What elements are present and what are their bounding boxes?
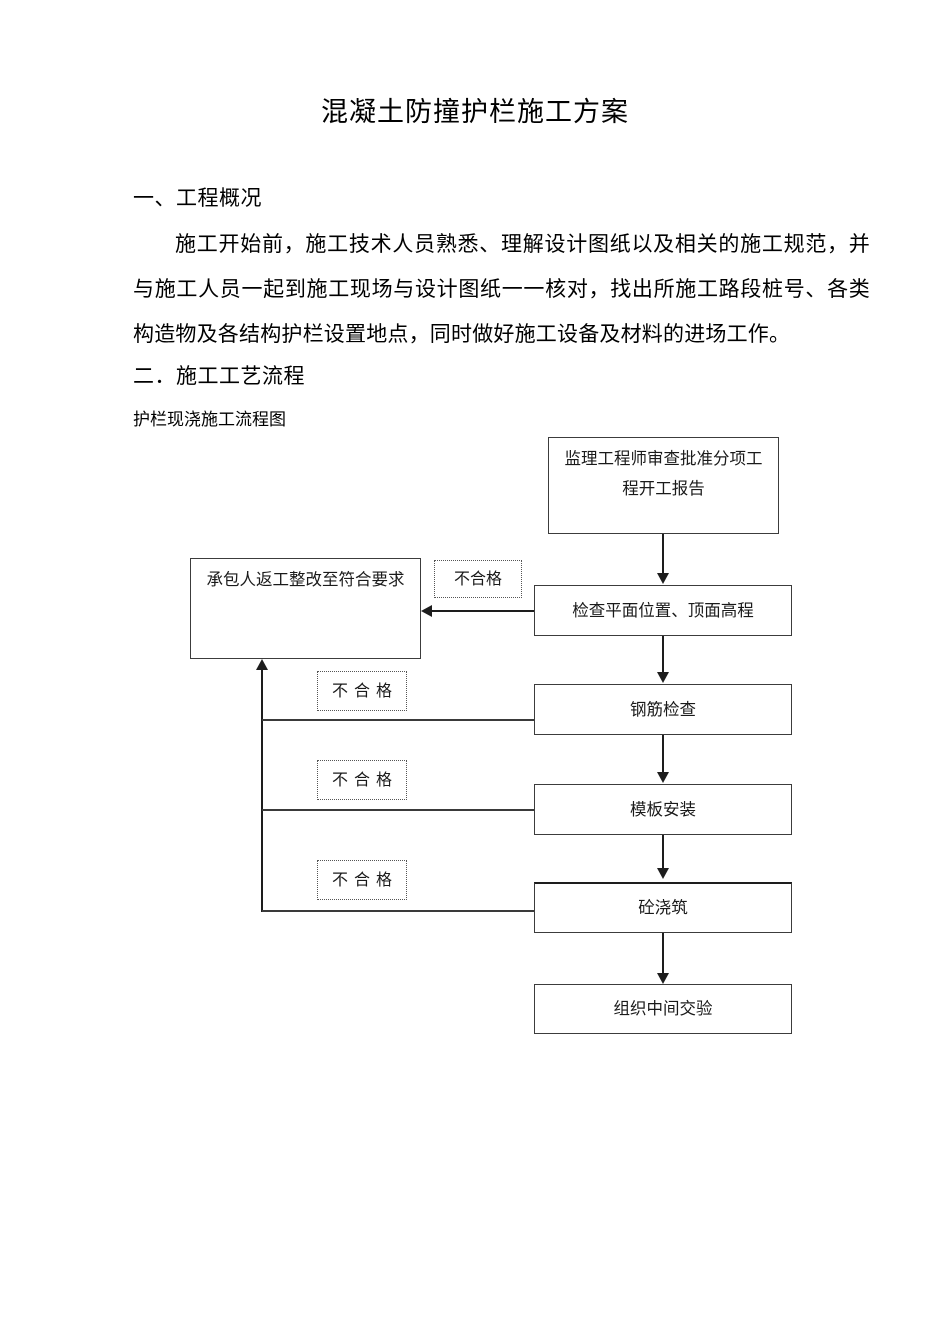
flow-node-rework-label: 承包人返工整改至符合要求 [206, 570, 405, 589]
section-heading-1: 一、工程概况 [133, 186, 262, 210]
connector-approval-to-check [662, 534, 664, 575]
page-title: 混凝土防撞护栏施工方案 [321, 97, 629, 128]
connector-pour-to-acceptance [662, 933, 664, 975]
flow-node-concrete-pour: 砼浇筑 [534, 882, 792, 933]
flow-tag-reject-2: 不合格 [317, 671, 407, 711]
flow-node-approval: 监理工程师审查批准分项工程开工报告 [548, 437, 779, 534]
flow-node-check-position: 检查平面位置、顶面高程 [534, 585, 792, 636]
flowchart-caption: 护栏现浇施工流程图 [133, 410, 286, 430]
section-heading-2: 二．施工工艺流程 [133, 364, 305, 388]
arrowhead-feedback-to-rework [256, 659, 268, 670]
arrowhead-approval-to-check [657, 573, 669, 584]
flow-tag-reject-3: 不合格 [317, 760, 407, 800]
flow-node-rework: 承包人返工整改至符合要求 [190, 558, 421, 659]
connector-feedback-bus [261, 670, 263, 912]
arrowhead-rebar-to-formwork [657, 772, 669, 783]
connector-rebar-reject [262, 719, 534, 721]
connector-check-to-rework [432, 610, 534, 612]
flow-node-approval-label: 监理工程师审查批准分项工程开工报告 [564, 449, 763, 498]
flow-node-formwork: 模板安装 [534, 784, 792, 835]
flow-node-interim-acceptance: 组织中间交验 [534, 984, 792, 1034]
arrowhead-formwork-to-pour [657, 868, 669, 879]
flow-node-rebar-check-label: 钢筋检查 [630, 699, 696, 719]
arrowhead-check-to-rebar [657, 672, 669, 683]
section-paragraph-1: 施工开始前，施工技术人员熟悉、理解设计图纸以及相关的施工规范，并与施工人员一起到… [133, 232, 870, 346]
connector-rebar-to-formwork [662, 735, 664, 773]
flow-node-interim-acceptance-label: 组织中间交验 [613, 999, 713, 1018]
flow-tag-reject-4-label: 不合格 [331, 870, 398, 889]
connector-pour-reject [262, 910, 534, 912]
flow-node-check-position-label: 检查平面位置、顶面高程 [572, 600, 754, 620]
connector-formwork-to-pour [662, 835, 664, 869]
flow-tag-reject-1: 不合格 [434, 560, 522, 598]
connector-check-to-rebar [662, 636, 664, 674]
flow-tag-reject-4: 不合格 [317, 860, 407, 900]
arrowhead-pour-to-acceptance [657, 973, 669, 984]
flow-node-rebar-check: 钢筋检查 [534, 684, 792, 735]
flow-node-concrete-pour-label: 砼浇筑 [638, 898, 688, 917]
flow-node-formwork-label: 模板安装 [630, 799, 696, 819]
arrowhead-check-to-rework [421, 605, 432, 617]
connector-formwork-reject [262, 809, 534, 811]
flow-tag-reject-3-label: 不合格 [331, 770, 398, 789]
flow-tag-reject-2-label: 不合格 [331, 681, 398, 700]
flow-tag-reject-1-label: 不合格 [453, 569, 502, 588]
